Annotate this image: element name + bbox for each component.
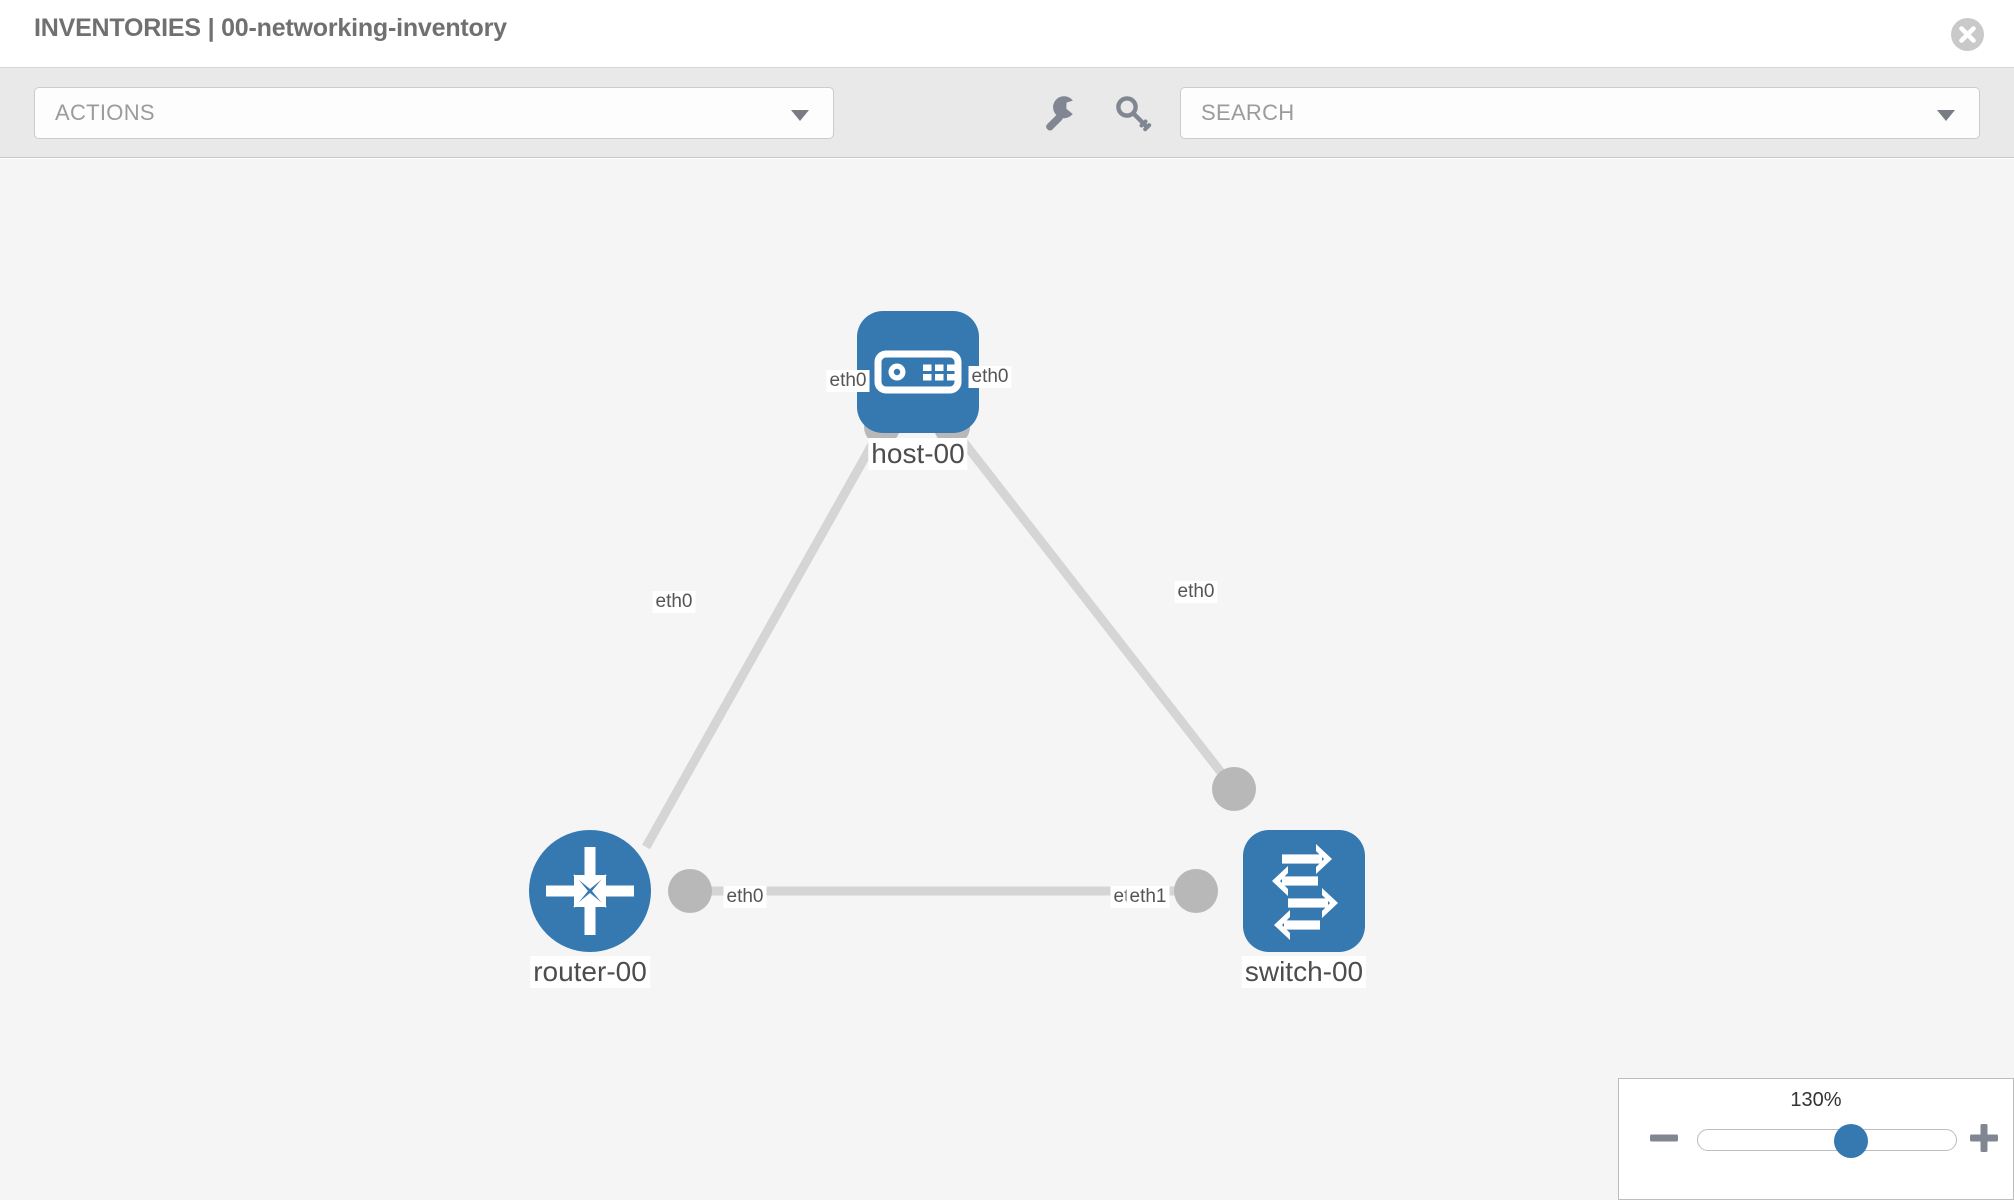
zoom-level-value: 130% bbox=[1790, 1089, 1842, 1111]
zoom-in-button[interactable] bbox=[1967, 1121, 2001, 1155]
search-input[interactable]: SEARCH bbox=[1180, 87, 1980, 139]
wrench-icon[interactable] bbox=[1039, 92, 1081, 134]
topology-node-host-00[interactable] bbox=[857, 311, 979, 433]
node-shape bbox=[529, 830, 651, 952]
toolbar: ACTIONS SEARCH bbox=[0, 68, 2014, 158]
topology-interface-endpoint[interactable] bbox=[1174, 869, 1218, 913]
topology-interface-endpoint[interactable] bbox=[668, 869, 712, 913]
topology-node-router-00[interactable] bbox=[529, 830, 651, 952]
chevron-down-icon bbox=[791, 110, 809, 121]
topology-interface-endpoint[interactable] bbox=[1212, 767, 1256, 811]
topology-edge[interactable] bbox=[948, 424, 1238, 792]
topology-canvas[interactable]: host-00 router-00 switch-00 eth0 eth0 eth0 eth… bbox=[0, 159, 2014, 1200]
key-icon[interactable] bbox=[1112, 92, 1154, 134]
zoom-slider[interactable] bbox=[1697, 1124, 1957, 1158]
topology-edges bbox=[642, 424, 1238, 896]
zoom-control-panel: 130% bbox=[1618, 1078, 2014, 1200]
actions-dropdown[interactable]: ACTIONS bbox=[34, 87, 834, 139]
actions-dropdown-label: ACTIONS bbox=[55, 100, 155, 125]
topology-node-switch-00[interactable] bbox=[1243, 830, 1365, 952]
zoom-out-button[interactable] bbox=[1647, 1121, 1681, 1155]
interface-label: eth0 bbox=[652, 591, 696, 613]
interface-label: eth0 bbox=[1174, 581, 1218, 603]
topology-edge[interactable] bbox=[642, 424, 886, 850]
chevron-down-icon bbox=[1937, 110, 1955, 121]
search-placeholder: SEARCH bbox=[1201, 100, 1295, 125]
interface-label: eth0 bbox=[723, 886, 767, 908]
page-title: INVENTORIES | 00-networking-inventory bbox=[34, 14, 507, 42]
interface-label: eth0 bbox=[968, 366, 1012, 388]
close-icon[interactable] bbox=[1951, 18, 1984, 51]
node-label-switch-00: switch-00 bbox=[1241, 956, 1367, 988]
zoom-slider-thumb[interactable] bbox=[1833, 1124, 1868, 1158]
topology-endpoints bbox=[668, 409, 1256, 913]
node-label-router-00: router-00 bbox=[530, 956, 650, 988]
node-label-host-00: host-00 bbox=[868, 438, 968, 470]
node-shape bbox=[857, 311, 979, 433]
topology-graph bbox=[529, 311, 1365, 952]
interface-label: eth1 bbox=[1126, 886, 1170, 908]
interface-label: eth0 bbox=[826, 370, 870, 392]
page-header: INVENTORIES | 00-networking-inventory bbox=[0, 0, 2014, 68]
node-shape bbox=[1243, 830, 1365, 952]
topology-nodes bbox=[529, 311, 1365, 952]
